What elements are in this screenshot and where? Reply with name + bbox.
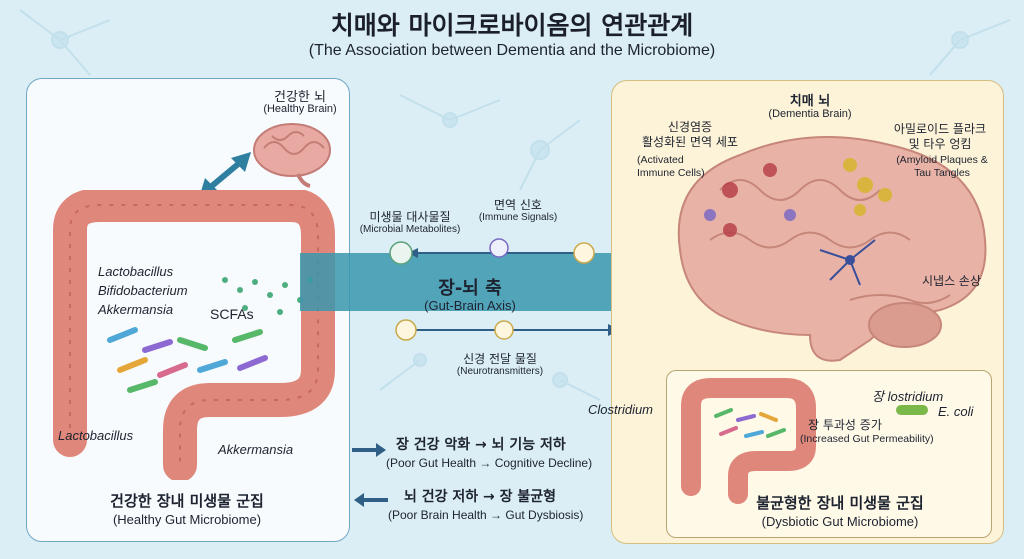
- page-title: 치매와 마이크로바이옴의 연관관계: [330, 11, 694, 40]
- healthy-brain-label: 건강한 뇌: [274, 90, 326, 105]
- dysbiotic-caption: 불균형한 장내 미생물 군집: [756, 494, 924, 512]
- molecule-icon: [389, 238, 595, 265]
- scfa-label: SCFAs: [210, 306, 254, 322]
- gut-brain-axis-label: 장-뇌 축: [438, 278, 502, 299]
- flow2-label: 뇌 건강 저하 → 장 불균형: [404, 489, 557, 505]
- big-teal-arrow-icon: [300, 220, 712, 344]
- healthy-brain-label-en: (Healthy Brain): [263, 103, 337, 115]
- left-arrow-icon: [354, 493, 388, 507]
- amyloid-label-en-1: (Amyloid Plaques &: [896, 154, 988, 166]
- ecoli-label: E. coli: [938, 404, 974, 419]
- bacteria-name: Lactobacillus: [98, 264, 174, 279]
- synapse-damage-label: 시냅스 손상: [922, 274, 982, 288]
- neurotransmitter-arrow-icon: [395, 319, 620, 341]
- permeability-label: 장 투과성 증가: [808, 418, 882, 432]
- bacteria-list: Lactobacillus Bifidobacterium Akkermansi…: [98, 262, 188, 319]
- immune-signals-label: 면역 신호: [494, 198, 542, 212]
- flow2-label-en: (Poor Brain Health → Gut Dysbiosis): [388, 508, 584, 522]
- healthy-caption: 건강한 장내 미생물 군집: [110, 492, 264, 510]
- lactobacillus-label: Lactobacillus: [58, 428, 134, 443]
- metabolites-label-en: (Microbial Metabolites): [359, 224, 461, 235]
- metabolites-label: 미생물 대사물질: [369, 210, 451, 224]
- ecoli-bacteria-icon: [896, 405, 928, 415]
- immune-cells-label-1: 신경염증: [667, 120, 713, 134]
- healthy-caption-en: (Healthy Gut Microbiome): [112, 512, 262, 527]
- amyloid-label-en-2: Tau Tangles: [914, 167, 970, 179]
- flow1-label: 장 건강 악화 → 뇌 기능 저하: [396, 437, 566, 453]
- dysbiotic-intestine-icon: [681, 378, 816, 504]
- amyloid-label-2: 및 타우 엉킴: [908, 137, 972, 151]
- clostridium-left-label: Clostridium: [588, 402, 654, 417]
- akkermansia-label: Akkermansia: [218, 442, 294, 457]
- bacteria-name: Akkermansia: [98, 302, 174, 317]
- immune-cells-label-en-2: Immune Cells): [637, 167, 705, 179]
- right-arrow-icon: [352, 443, 386, 457]
- bacteria-name: Bifidobacterium: [98, 283, 188, 298]
- immune-cells-label-2: 활성화된 면역 세포: [642, 135, 738, 149]
- neurotransmitters-label: 신경 전달 물질: [463, 352, 537, 366]
- immune-signals-label-en: (Immune Signals): [478, 212, 558, 223]
- dementia-brain-icon: [677, 136, 987, 362]
- dementia-brain-label-en: (Dementia Brain): [768, 108, 852, 120]
- immune-cells-label-en: (Activated Immune Cells): [637, 154, 705, 180]
- amyloid-label: 아밀로이드 플라크 및 타우 엉킴: [870, 122, 1010, 152]
- permeability-label-en: (Increased Gut Permeability): [800, 433, 934, 445]
- healthy-brain-icon: [253, 123, 331, 188]
- flow1-label-en: (Poor Gut Health → Cognitive Decline): [386, 456, 593, 470]
- amyloid-label-1: 아밀로이드 플라크: [893, 122, 987, 136]
- dementia-brain-label: 치매 뇌: [789, 94, 831, 109]
- immune-cells-label-en-1: (Activated: [637, 154, 684, 166]
- gut-brain-axis-label-en: (Gut-Brain Axis): [424, 298, 516, 313]
- amyloid-label-en: (Amyloid Plaques & Tau Tangles: [872, 154, 1012, 180]
- neurotransmitters-label-en: (Neurotransmitters): [456, 366, 544, 377]
- dysbiotic-caption-en: (Dysbiotic Gut Microbiome): [761, 514, 919, 529]
- page-subtitle: (The Association between Dementia and th…: [308, 42, 716, 59]
- immune-cells-label: 신경염증 활성화된 면역 세포: [620, 120, 760, 150]
- clostridium-top-label: 장 lostridium: [872, 389, 944, 404]
